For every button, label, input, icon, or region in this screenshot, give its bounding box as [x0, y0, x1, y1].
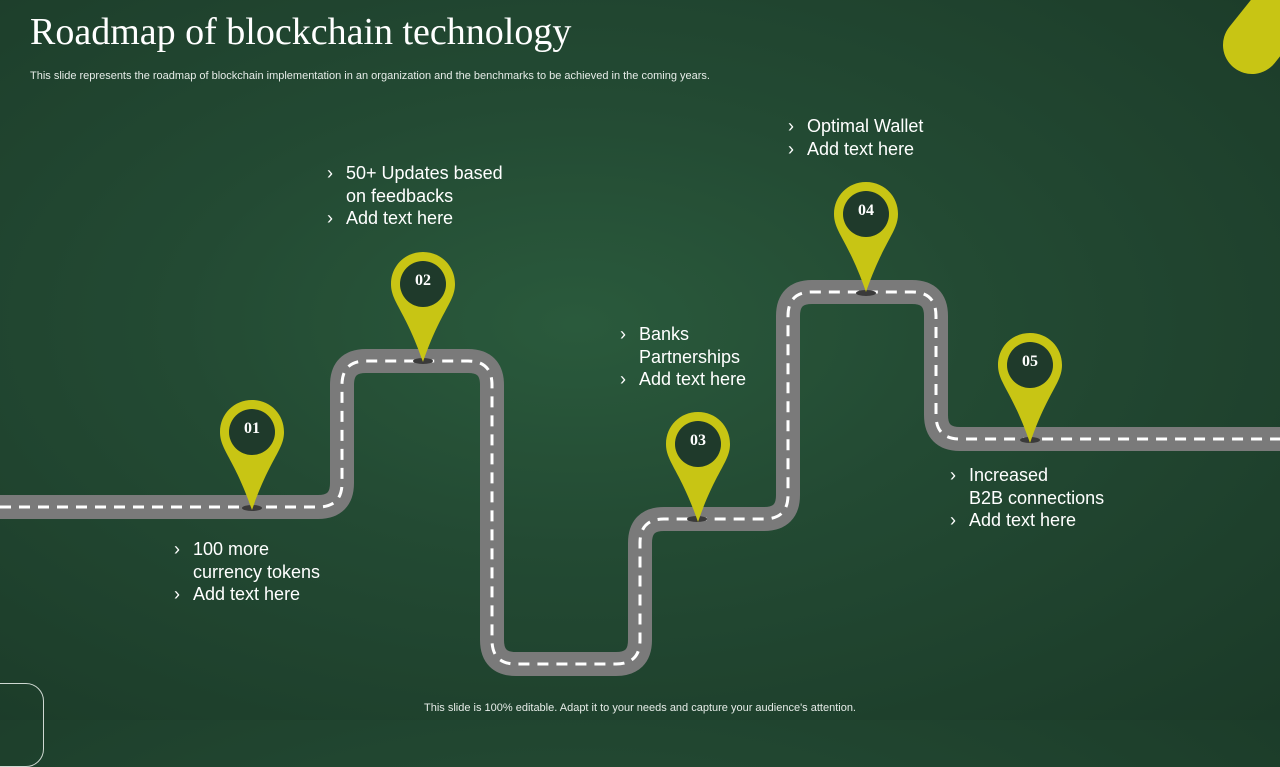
- pin-shadow-04: [856, 290, 876, 296]
- chevron-right-icon: ›: [327, 208, 333, 228]
- milestone-text-01: ›100 more currency tokens ›Add text here: [174, 538, 320, 606]
- milestone-number-01: 01: [244, 420, 260, 437]
- milestone-04-bullet-2: ›Add text here: [788, 138, 915, 159]
- milestone-02-bullet-1: ›50+ Updates based on feedbacks: [327, 163, 503, 206]
- milestone-03-bullet-2: ›Add text here: [620, 369, 747, 389]
- chevron-right-icon: ›: [788, 116, 794, 136]
- chevron-right-icon: ›: [620, 369, 626, 389]
- milestone-01-bullet-2: ›Add text here: [174, 584, 301, 604]
- chevron-right-icon: ›: [174, 539, 180, 559]
- milestone-number-05: 05: [1022, 353, 1038, 370]
- milestone-number-03: 03: [690, 432, 706, 449]
- road-center-dashes: [0, 290, 1280, 666]
- milestone-pin-02: 02: [391, 252, 455, 362]
- milestone-pin-03: 03: [666, 412, 730, 522]
- milestone-05-bullet-1: ›Increased B2B connections: [950, 465, 1105, 508]
- milestone-pin-05: 05: [998, 333, 1062, 443]
- chevron-right-icon: ›: [620, 324, 626, 344]
- milestone-pin-01: 01: [220, 400, 284, 510]
- milestone-text-04: ›Optimal Wallet ›Add text here: [788, 115, 923, 160]
- milestone-number-04: 04: [858, 202, 874, 219]
- milestone-05-bullet-2: ›Add text here: [950, 510, 1077, 530]
- chevron-right-icon: ›: [174, 584, 180, 604]
- slide-footer: This slide is 100% editable. Adapt it to…: [424, 702, 856, 714]
- milestone-pin-04: 04: [834, 182, 898, 292]
- milestone-01-bullet-1: ›100 more currency tokens: [174, 539, 321, 582]
- milestone-text-05: ›Increased B2B connections ›Add text her…: [950, 464, 1104, 532]
- milestone-04-bullet-1: ›Optimal Wallet: [788, 116, 924, 136]
- chevron-right-icon: ›: [327, 163, 333, 183]
- milestone-text-02: ›50+ Updates based on feedbacks ›Add tex…: [327, 162, 503, 230]
- milestone-03-bullet-1: ›Banks Partnerships: [620, 324, 741, 367]
- chevron-right-icon: ›: [950, 465, 956, 485]
- slide-subtitle: This slide represents the roadmap of blo…: [30, 70, 710, 82]
- milestone-text-03: ›Banks Partnerships ›Add text here: [620, 323, 746, 391]
- milestone-02-bullet-2: ›Add text here: [327, 208, 454, 228]
- chevron-right-icon: ›: [950, 510, 956, 530]
- milestone-number-02: 02: [415, 272, 431, 289]
- chevron-right-icon: ›: [788, 138, 794, 159]
- slide-title: Roadmap of blockchain technology: [30, 11, 572, 53]
